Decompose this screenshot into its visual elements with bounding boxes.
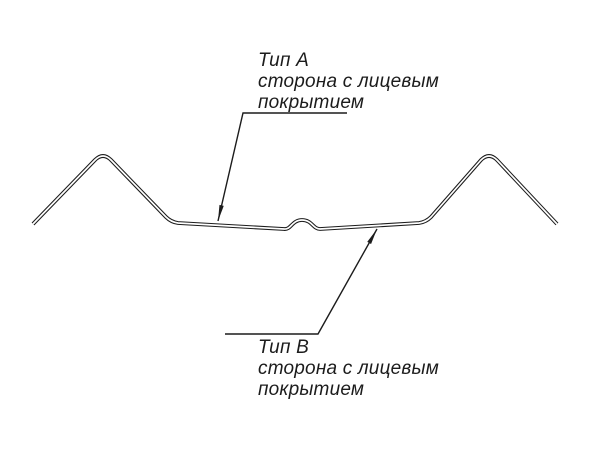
profile-cross-section-gap — [32, 155, 558, 230]
label-type-b-title: Тип В — [258, 337, 309, 358]
label-type-a-line1: сторона с лицевым — [258, 71, 439, 92]
label-type-a-title: Тип А — [258, 50, 309, 71]
leader-line-type-b — [225, 228, 378, 335]
label-type-b-line1: сторона с лицевым — [258, 358, 439, 379]
label-type-a-line2: покрытием — [258, 92, 365, 113]
label-type-a: Тип А сторона с лицевым покрытием — [258, 50, 439, 113]
leader-line-type-a — [217, 112, 347, 222]
label-type-b: Тип В сторона с лицевым покрытием — [258, 337, 439, 400]
profile-cross-section — [31, 154, 559, 231]
label-type-b-line2: покрытием — [258, 379, 365, 400]
